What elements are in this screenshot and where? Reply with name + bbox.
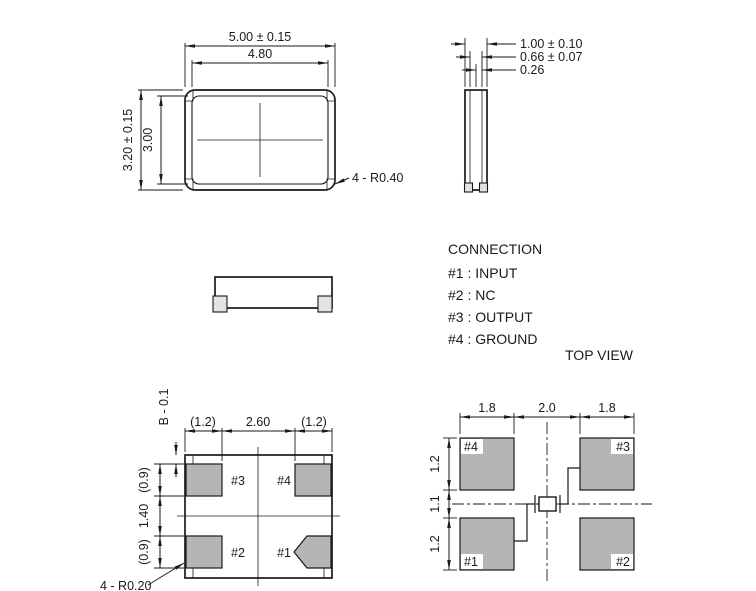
front-pad-left [212,295,228,313]
land-pad-3-label: #3 [616,440,630,454]
land-pad-4-label: #4 [464,440,478,454]
land-pattern-view: TOP VIEW #4 #3 #1 #2 1.8 2.0 1.8 [428,347,652,584]
package-top-view: 5.00 ± 0.15 4.80 3.20 ± 0.15 3.00 4 - R0… [121,30,403,191]
dim-land-right-label: 1.8 [598,401,615,415]
side-body-outline [464,89,488,191]
dim-land-left-label: 1.8 [478,401,495,415]
connection-pin-2: #2 : NC [448,287,495,303]
land-pad-2-label: #2 [616,555,630,569]
corner-radius-callout: 4 - R0.40 [334,171,403,185]
land-pad-1-label: #1 [464,555,478,569]
side-pad [478,182,489,193]
bottom-pad-1-label: #1 [277,546,291,560]
dim-land-horizontal: 1.8 2.0 1.8 [459,401,635,434]
dim-pad-thickness-label: 0.26 [520,63,544,77]
bottom-pad-2 [185,535,223,569]
dim-side-top-label: (0.9) [137,467,151,493]
label-background [461,439,483,454]
dim-land-center-label: 2.0 [538,401,555,415]
dim-land-vertical: 1.2 1.1 1.2 [428,437,457,571]
connection-pin-1: #1 : INPUT [448,265,518,281]
dim-height-inner: 3.00 [141,95,188,185]
package-front-view [212,276,333,313]
package-bottom-view: #3 #4 #2 #1 (1.2) 2.60 (1.2) B - 0.1 [100,389,340,591]
label-background [611,439,633,454]
corner-castellation-mark [185,178,194,190]
dim-pad-left-label: (1.2) [190,415,216,429]
dim-pad-right-label: (1.2) [301,415,327,429]
dim-edge-offset-label: B - 0.1 [157,389,171,426]
connection-legend: CONNECTION #1 : INPUT #2 : NC #3 : OUTPU… [448,241,542,347]
corner-castellation-mark [326,90,335,102]
package-body-outline [184,89,336,191]
connection-title: CONNECTION [448,241,542,257]
front-pad-right [317,295,333,313]
bottom-pad-1 [293,535,332,569]
bottom-pad-4 [294,463,332,497]
corner-castellation-mark [185,566,194,578]
dim-land-v-bottom-label: 1.2 [428,535,442,552]
dim-height-outer: 3.20 ± 0.15 [121,89,183,191]
connection-pin-3: #3 : OUTPUT [448,309,533,325]
dim-height-inner-label: 3.00 [141,128,155,152]
bottom-outline [184,454,333,579]
dim-pad-thickness: 0.26 [462,63,544,87]
dim-land-v-mid-label: 1.1 [428,495,442,512]
corner-castellation-mark [326,178,335,190]
dim-width-outer: 5.00 ± 0.15 [184,30,336,87]
side-pad [463,182,474,193]
dim-pad-gap-label: 2.60 [246,415,270,429]
dim-bottom-vertical: (0.9) 1.40 (0.9) [137,463,184,569]
front-body-outline [214,276,333,309]
corner-castellation-mark [185,90,194,102]
bottom-pad-3-label: #3 [231,474,245,488]
dim-height-outer-label: 3.20 ± 0.15 [121,109,135,172]
leader-line [147,562,185,586]
dim-thickness-outer: 1.00 ± 0.10 [451,37,583,87]
crystal-body [538,496,557,512]
label-background [611,554,633,569]
dim-width-outer-label: 5.00 ± 0.15 [229,30,292,44]
dim-thickness-outer-label: 1.00 ± 0.10 [520,37,583,51]
land-pattern-title: TOP VIEW [565,347,634,363]
bottom-pad-4-label: #4 [277,474,291,488]
corner-radius-callout-bottom: 4 - R0.20 [100,562,185,591]
package-lid-outline [191,95,329,185]
crystal-wire-left [514,503,535,542]
corner-castellation-mark [323,566,332,578]
dim-side-mid-label: 1.40 [137,504,151,528]
crystal-wire-right [560,467,580,505]
bottom-pad-3 [185,463,223,497]
dim-side-bottom-label: (0.9) [137,539,151,565]
crystal-symbol [514,467,580,542]
dim-land-v-top-label: 1.2 [428,455,442,472]
label-background [461,554,483,569]
dim-width-inner-label: 4.80 [248,47,272,61]
corner-radius-label: 4 - R0.40 [352,171,403,185]
corner-radius-label: 4 - R0.20 [100,579,151,591]
leader-line [334,177,350,185]
bottom-pad-2-label: #2 [231,546,245,560]
package-side-view: 1.00 ± 0.10 0.66 ± 0.07 0.26 [451,37,583,193]
connection-pin-4: #4 : GROUND [448,331,537,347]
dim-bottom-horizontal: (1.2) 2.60 (1.2) [184,415,333,461]
dim-width-inner: 4.80 [191,47,329,87]
dim-thickness-body-label: 0.66 ± 0.07 [520,50,583,64]
